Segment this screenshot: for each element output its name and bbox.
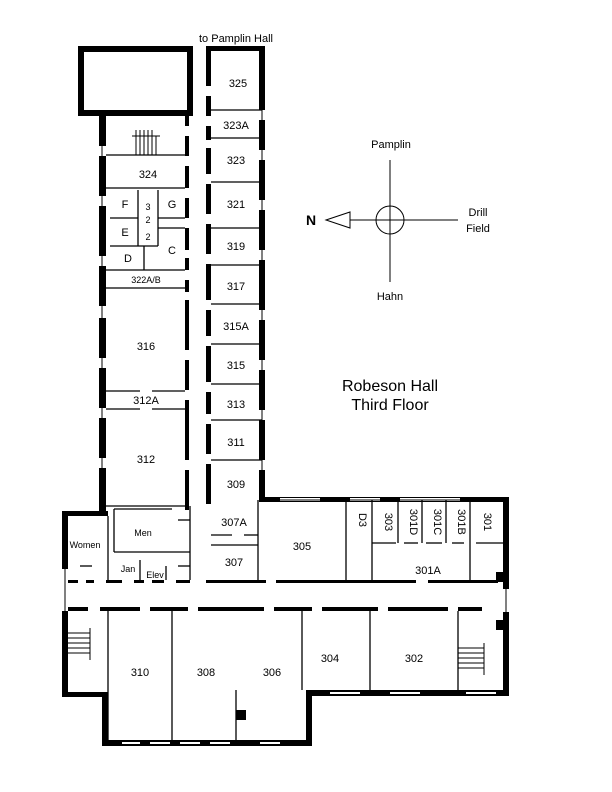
east-rooms-interior [345, 500, 503, 580]
room-d3: D3 [356, 513, 368, 527]
room-316: 316 [137, 341, 155, 353]
room-c: C [168, 245, 176, 257]
restroom-block [80, 506, 191, 580]
east-column-top-wall [206, 46, 264, 51]
stair-southeast [458, 643, 485, 675]
title-line-1: Robeson Hall [342, 378, 438, 395]
room-women: Women [70, 540, 101, 550]
room-jan: Jan [121, 564, 136, 574]
south-room-dividers [107, 611, 459, 742]
room-2a: 2 [145, 215, 150, 225]
roof-block-inner [84, 52, 187, 110]
rooms-307 [211, 500, 259, 580]
room-311: 311 [227, 437, 245, 449]
room-306: 306 [263, 667, 281, 679]
room-3: 3 [145, 202, 150, 212]
room-319: 319 [227, 241, 245, 253]
room-301a: 301A [415, 565, 441, 577]
room-315a: 315A [223, 321, 249, 333]
small-rooms [110, 190, 185, 270]
room-323a: 323A [223, 120, 249, 132]
column-east-2 [496, 620, 504, 630]
east-column-dividers [211, 109, 262, 461]
room-324: 324 [139, 169, 157, 181]
west-end-top-wall [62, 511, 108, 516]
north-arrow-icon [324, 211, 351, 229]
room-d: D [124, 253, 132, 265]
compass-right-2: Field [466, 223, 490, 235]
room-307a: 307A [221, 517, 247, 529]
room-301b: 301B [455, 509, 467, 535]
room-322ab: 322A/B [131, 275, 161, 285]
corridor-west-wall [185, 116, 189, 510]
room-312: 312 [137, 454, 155, 466]
room-g: G [168, 199, 177, 211]
compass-north: N [306, 212, 316, 228]
room-2b: 2 [145, 232, 150, 242]
connector-label: to Pamplin Hall [199, 33, 273, 45]
room-307: 307 [225, 557, 243, 569]
room-e: E [121, 227, 128, 239]
room-301c: 301C [431, 509, 443, 535]
room-305: 305 [293, 541, 311, 553]
column-east-1 [496, 572, 504, 582]
room-323: 323 [227, 155, 245, 167]
room-312a: 312A [133, 395, 159, 407]
east-end-wall [503, 497, 509, 589]
room-317: 317 [227, 281, 245, 293]
room-303: 303 [382, 513, 394, 531]
stair-north [132, 130, 160, 155]
room-302: 302 [405, 653, 423, 665]
room-f: F [122, 199, 129, 211]
column-306 [236, 710, 246, 720]
south-corridor-south-wall [68, 607, 482, 611]
room-304: 304 [321, 653, 339, 665]
compass-top: Pamplin [371, 139, 411, 151]
west-column-dividers [106, 154, 185, 507]
room-313: 313 [227, 399, 245, 411]
west-end-left-wall [62, 511, 68, 569]
room-elev: Elev [146, 570, 164, 580]
room-321: 321 [227, 199, 245, 211]
room-301: 301 [481, 513, 493, 531]
title-line-2: Third Floor [351, 397, 429, 414]
south-corridor-north-wall [68, 580, 498, 583]
room-315: 315 [227, 360, 245, 372]
room-310: 310 [131, 667, 149, 679]
corridor-east-wall [206, 50, 211, 504]
south-bottom-wall-west [62, 692, 108, 697]
compass-right-1: Drill [469, 207, 488, 219]
room-308: 308 [197, 667, 215, 679]
compass [324, 160, 458, 282]
room-men: Men [134, 528, 152, 538]
room-309: 309 [227, 479, 245, 491]
room-301d: 301D [407, 509, 419, 535]
compass-bottom: Hahn [377, 291, 403, 303]
south-bottom-wall [102, 740, 312, 746]
room-325: 325 [229, 78, 247, 90]
stair-southwest [68, 628, 91, 660]
